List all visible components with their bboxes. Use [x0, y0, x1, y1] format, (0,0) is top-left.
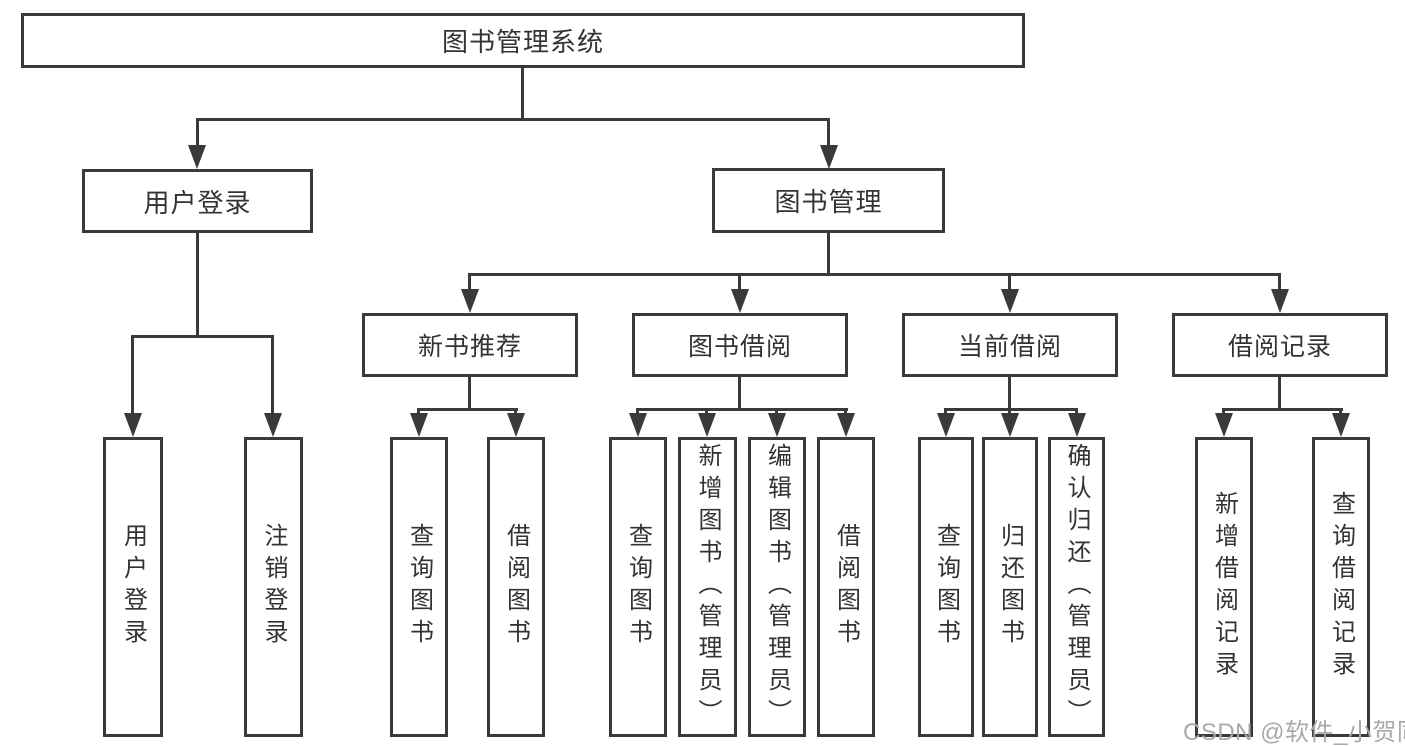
node-label: 借阅图书: [502, 523, 530, 651]
leaf-borrow-books-recommend: 借阅图书: [487, 437, 545, 737]
node-label: 编辑图书（管理员）: [763, 443, 791, 731]
connector-line: [1008, 273, 1011, 293]
node-label: 当前借阅: [957, 333, 1062, 361]
connector-line: [196, 233, 199, 335]
arrow-down-icon: [1215, 413, 1233, 437]
connector-line: [827, 233, 830, 273]
leaf-query-borrow-record: 查询借阅记录: [1312, 437, 1370, 737]
leaf-borrow-books: 借阅图书: [817, 437, 875, 737]
node-label: 借阅图书: [832, 523, 860, 651]
arrow-down-icon: [629, 413, 647, 437]
leaf-return-books: 归还图书: [982, 437, 1038, 737]
arrow-down-icon: [731, 289, 749, 313]
arrow-down-icon: [410, 413, 428, 437]
leaf-confirm-return-admin: 确认归还（管理员）: [1048, 437, 1105, 737]
node-library-management-system: 图书管理系统: [21, 13, 1025, 68]
node-book-borrow: 图书借阅: [632, 313, 848, 377]
arrow-down-icon: [1068, 413, 1086, 437]
connector-line: [636, 408, 848, 411]
leaf-query-books-recommend: 查询图书: [390, 437, 448, 737]
leaf-query-books-current: 查询图书: [918, 437, 974, 737]
arrow-down-icon: [507, 413, 525, 437]
arrow-down-icon: [1001, 413, 1019, 437]
connector-line: [417, 408, 518, 411]
connector-line: [196, 118, 830, 121]
leaf-logout: 注销登录: [244, 437, 303, 737]
connector-line: [131, 335, 274, 338]
arrow-down-icon: [820, 145, 838, 169]
node-label: 归还图书: [996, 523, 1024, 651]
connector-line: [1008, 376, 1011, 408]
node-label: 查询借阅记录: [1327, 491, 1355, 683]
node-user-login: 用户登录: [82, 169, 313, 233]
arrow-down-icon: [1001, 289, 1019, 313]
connector-line: [738, 376, 741, 408]
node-label: 查询图书: [624, 523, 652, 651]
connector-line: [468, 273, 1281, 276]
node-book-management: 图书管理: [712, 168, 945, 233]
node-label: 新增借阅记录: [1210, 491, 1238, 683]
leaf-add-borrow-record: 新增借阅记录: [1195, 437, 1253, 737]
node-label: 图书管理系统: [441, 27, 604, 57]
connector-line: [944, 408, 1078, 411]
leaf-add-books-admin: 新增图书（管理员）: [678, 437, 737, 737]
node-label: 新书推荐: [417, 333, 522, 361]
node-label: 注销登录: [260, 523, 287, 651]
connector-line: [1278, 273, 1281, 293]
connector-line: [1278, 376, 1281, 408]
arrow-down-icon: [937, 413, 955, 437]
node-borrow-records: 借阅记录: [1172, 313, 1388, 377]
connector-line: [271, 335, 274, 415]
connector-line: [738, 273, 741, 293]
connector-line: [827, 118, 830, 146]
node-label: 确认归还（管理员）: [1063, 443, 1090, 731]
arrow-down-icon: [837, 413, 855, 437]
node-label: 用户登录: [143, 187, 252, 218]
arrow-down-icon: [461, 289, 479, 313]
connector-line: [196, 118, 199, 146]
node-label: 借阅记录: [1227, 333, 1332, 361]
leaf-edit-books-admin: 编辑图书（管理员）: [748, 437, 806, 737]
node-label: 新增图书（管理员）: [694, 443, 721, 731]
connector-line: [468, 376, 471, 408]
node-new-book-recommend: 新书推荐: [362, 313, 578, 377]
node-label: 查询图书: [932, 523, 960, 651]
csdn-watermark: CSDN @软件_小贺同学: [1183, 719, 1405, 746]
leaf-user-login: 用户登录: [103, 437, 163, 737]
arrow-down-icon: [188, 145, 206, 169]
node-label: 图书借阅: [687, 333, 792, 361]
connector-line: [1222, 408, 1343, 411]
connector-line: [131, 335, 134, 415]
node-label: 用户登录: [119, 523, 147, 651]
arrow-down-icon: [1271, 289, 1289, 313]
node-current-borrow: 当前借阅: [902, 313, 1118, 377]
leaf-query-books-borrow: 查询图书: [609, 437, 667, 737]
arrow-down-icon: [264, 413, 282, 437]
node-label: 查询图书: [405, 523, 433, 651]
arrow-down-icon: [768, 413, 786, 437]
connector-line: [468, 273, 471, 293]
connector-line: [521, 68, 524, 118]
node-label: 图书管理: [774, 187, 883, 217]
arrow-down-icon: [1332, 413, 1350, 437]
arrow-down-icon: [698, 413, 716, 437]
arrow-down-icon: [124, 413, 142, 437]
